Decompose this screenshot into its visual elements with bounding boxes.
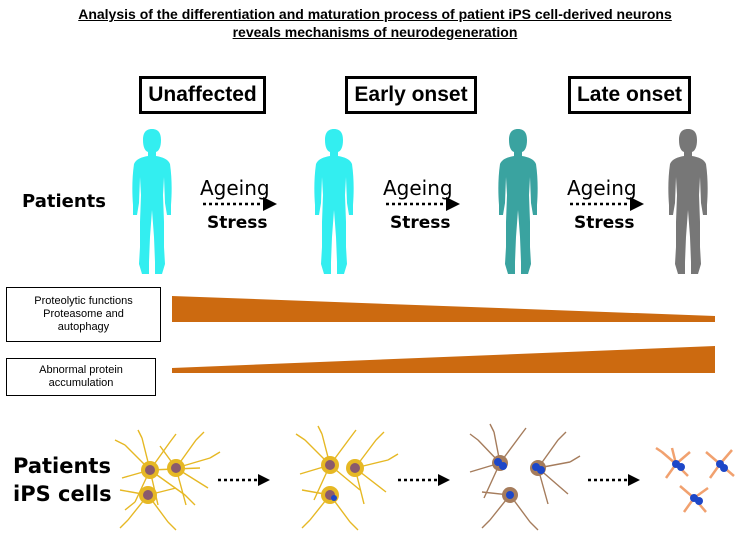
- patients-row-label: Patients: [22, 191, 106, 212]
- transition-1-ageing-label: Ageing: [200, 176, 270, 200]
- proteolytic-label-line2: Proteasome and: [43, 308, 124, 320]
- ips-row-label-line1: Patients: [13, 454, 111, 478]
- person-unaffected-icon: [132, 129, 172, 274]
- person-late-onset-icon: [668, 129, 708, 274]
- transition-arrow-2-icon: [386, 197, 460, 211]
- stage-late-onset-box: Late onset: [568, 76, 691, 114]
- transition-arrow-1-icon: [203, 197, 277, 211]
- person-early-onset-icon: [314, 129, 354, 274]
- ips-row-label-line2: iPS cells: [13, 482, 112, 506]
- transition-3-ageing-label: Ageing: [567, 176, 637, 200]
- transition-arrow-3-icon: [570, 197, 644, 211]
- neuron-cluster-healthy-icon: [114, 429, 221, 531]
- proteolytic-decreasing-wedge: [172, 296, 715, 322]
- protein-accumulation-increasing-wedge: [172, 346, 715, 373]
- proteolytic-functions-box: Proteolytic functions Proteasome and aut…: [6, 287, 161, 342]
- proteolytic-label-line1: Proteolytic functions: [34, 295, 133, 307]
- person-progressing-icon: [498, 129, 538, 274]
- proteolytic-label-line3: autophagy: [57, 321, 110, 333]
- neuron-cluster-late-icon: [655, 446, 735, 513]
- abnormal-label-line2: accumulation: [48, 377, 114, 389]
- stage-unaffected-box: Unaffected: [139, 76, 266, 114]
- abnormal-label-line1: Abnormal protein: [39, 364, 123, 376]
- transition-3-stress-label: Stress: [574, 213, 635, 233]
- ips-arrow-1-icon: [218, 474, 270, 486]
- figure-title-line2: reveals mechanisms of neurodegeneration: [232, 24, 518, 40]
- neuron-cluster-progressing-icon: [469, 423, 581, 531]
- ips-arrow-3-icon: [588, 474, 640, 486]
- transition-1-stress-label: Stress: [207, 213, 268, 233]
- transition-2-stress-label: Stress: [390, 213, 451, 233]
- transition-2-ageing-label: Ageing: [383, 176, 453, 200]
- neuron-cluster-early-icon: [295, 425, 399, 531]
- abnormal-protein-box: Abnormal protein accumulation: [6, 358, 156, 396]
- ips-arrow-2-icon: [398, 474, 450, 486]
- figure-title-line1: Analysis of the differentiation and matu…: [78, 6, 672, 22]
- stage-early-onset-box: Early onset: [345, 76, 477, 114]
